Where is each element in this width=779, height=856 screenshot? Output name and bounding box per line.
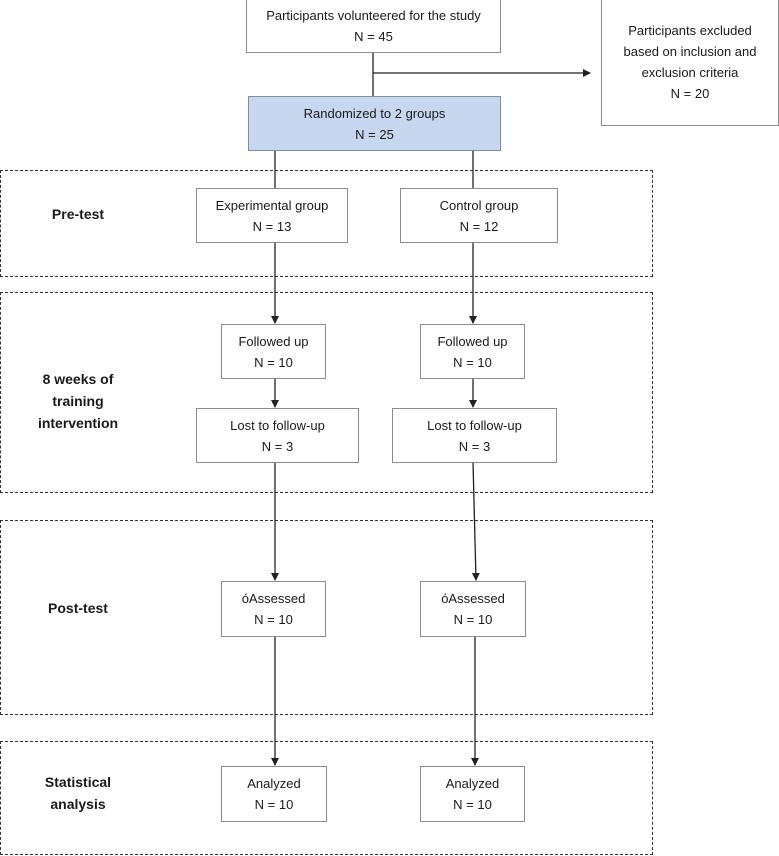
arrow-ctl-lost-to-assessed — [471, 461, 480, 581]
node-title: Experimental group — [215, 197, 329, 213]
node-ctl-assessed: óAssessed N = 10 — [420, 581, 526, 637]
node-title: Analyzed — [445, 776, 500, 791]
node-count: N = 10 — [453, 354, 492, 370]
node-exp-assessed: óAssessed N = 10 — [221, 581, 326, 637]
node-title: óAssessed — [441, 591, 505, 606]
stage-statistical-region — [0, 741, 653, 855]
stage-pretest-region — [0, 170, 653, 277]
node-count: N = 10 — [453, 797, 492, 812]
node-title: Participants volunteered for the study — [266, 7, 481, 23]
node-exp-followed-up: Followed up N = 10 — [221, 324, 326, 379]
node-title: Randomized to 2 groups — [303, 105, 446, 121]
node-count: N = 10 — [254, 354, 293, 370]
node-count: N = 3 — [458, 438, 491, 454]
node-ctl-analyzed: Analyzed N = 10 — [420, 766, 525, 822]
node-title: Followed up — [437, 333, 508, 349]
node-experimental-group: Experimental group N = 13 — [196, 188, 348, 243]
stage-posttest-region — [0, 520, 653, 715]
stage-training-region — [0, 292, 653, 493]
node-ctl-lost: Lost to follow-up N = 3 — [392, 408, 557, 463]
stage-label-line: Pre-test — [51, 206, 105, 222]
stage-label-line: training — [52, 393, 104, 409]
stage-label-statistical: Statistical analysis — [13, 771, 143, 815]
stage-label-line: intervention — [37, 415, 119, 431]
node-ctl-followed-up: Followed up N = 10 — [420, 324, 525, 379]
node-title-line: Participants excluded — [628, 23, 752, 38]
node-count: N = 10 — [254, 797, 294, 812]
node-title: Control group — [439, 197, 519, 213]
stage-label-pretest: Pre-test — [13, 203, 143, 225]
node-count: N = 13 — [252, 218, 292, 234]
stage-label-posttest: Post-test — [13, 597, 143, 619]
stage-label-line: analysis — [50, 796, 106, 812]
node-title-line: based on inclusion and — [623, 44, 757, 59]
node-exp-lost: Lost to follow-up N = 3 — [196, 408, 359, 463]
stage-label-line: Statistical — [44, 774, 112, 790]
node-control-group: Control group N = 12 — [400, 188, 558, 243]
stage-label-training: 8 weeks of training intervention — [13, 368, 143, 434]
node-count: N = 3 — [261, 438, 294, 454]
node-count: N = 25 — [355, 126, 394, 142]
node-title-line: exclusion criteria — [641, 65, 739, 80]
node-title: Lost to follow-up — [427, 417, 522, 433]
stage-label-line: Post-test — [48, 600, 108, 616]
node-count: N = 10 — [254, 612, 293, 627]
stage-label-line: 8 weeks of — [42, 371, 114, 387]
node-title: óAssessed — [241, 591, 306, 606]
node-count: N = 20 — [670, 86, 710, 101]
node-excluded: Participants excluded based on inclusion… — [601, 0, 779, 126]
node-exp-analyzed: Analyzed N = 10 — [221, 766, 327, 822]
node-count: N = 10 — [453, 612, 493, 627]
node-count: N = 45 — [354, 28, 393, 44]
node-volunteered: Participants volunteered for the study N… — [246, 0, 501, 53]
node-title: Lost to follow-up — [230, 417, 325, 433]
node-randomized: Randomized to 2 groups N = 25 — [248, 96, 501, 151]
node-count: N = 12 — [459, 218, 499, 234]
node-title: Followed up — [238, 333, 309, 349]
node-title: Analyzed — [247, 776, 301, 791]
